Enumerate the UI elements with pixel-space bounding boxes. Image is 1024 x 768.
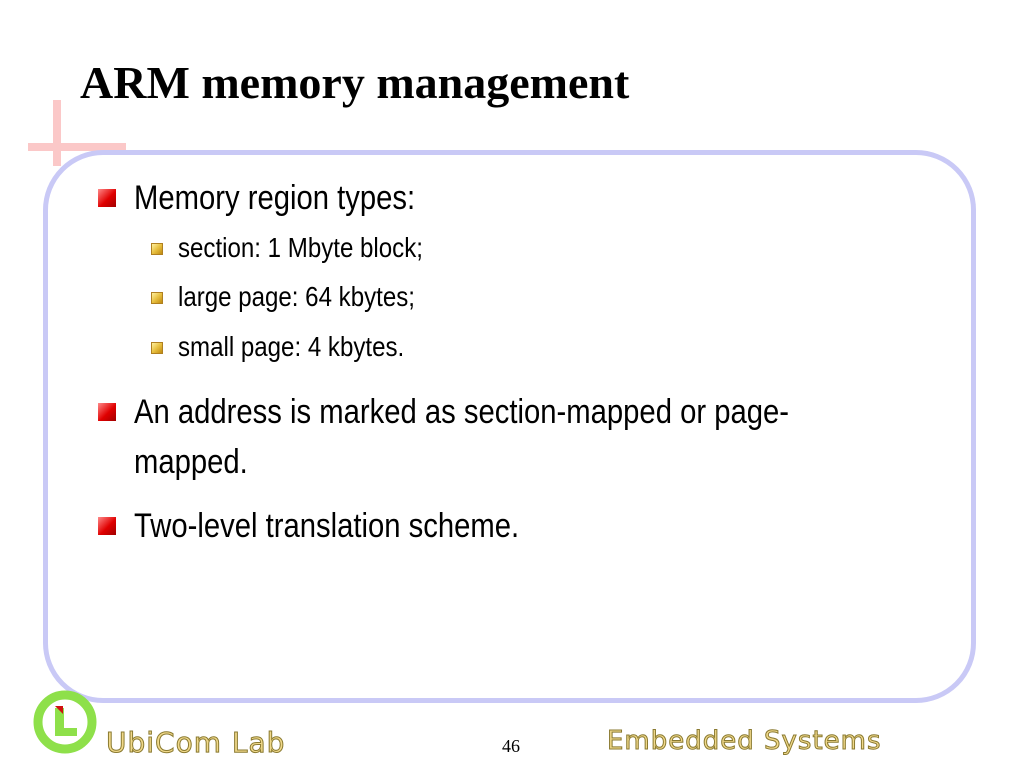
bullet-text: An address is marked as section-mapped o…: [134, 393, 789, 431]
decorative-cross-horizontal: [28, 143, 126, 151]
page-number: 46: [502, 736, 520, 756]
bullet-text-continuation: mapped.: [134, 443, 248, 481]
sub-bullet-text: small page: 4 kbytes.: [178, 331, 405, 362]
decorative-cross-vertical: [53, 100, 61, 166]
bullet-text: Memory region types:: [134, 179, 416, 217]
footer-course-name: Embedded Systems: [607, 726, 882, 757]
bullet-square-icon: [98, 403, 116, 421]
sub-bullet-text: section: 1 Mbyte block;: [178, 232, 423, 263]
content-panel: [43, 150, 976, 703]
sub-bullet-icon: [151, 342, 163, 354]
sub-bullet-icon: [151, 243, 163, 255]
slide-title: ARM memory management: [80, 57, 630, 108]
bullet-square-icon: [98, 517, 116, 535]
sub-bullet-icon: [151, 292, 163, 304]
bullet-square-icon: [98, 189, 116, 207]
bullet-text: Two-level translation scheme.: [134, 507, 520, 545]
ubicom-logo-icon: [33, 690, 97, 754]
sub-bullet-text: large page: 64 kbytes;: [178, 281, 415, 312]
footer-lab-name: UbiCom Lab: [105, 726, 286, 760]
